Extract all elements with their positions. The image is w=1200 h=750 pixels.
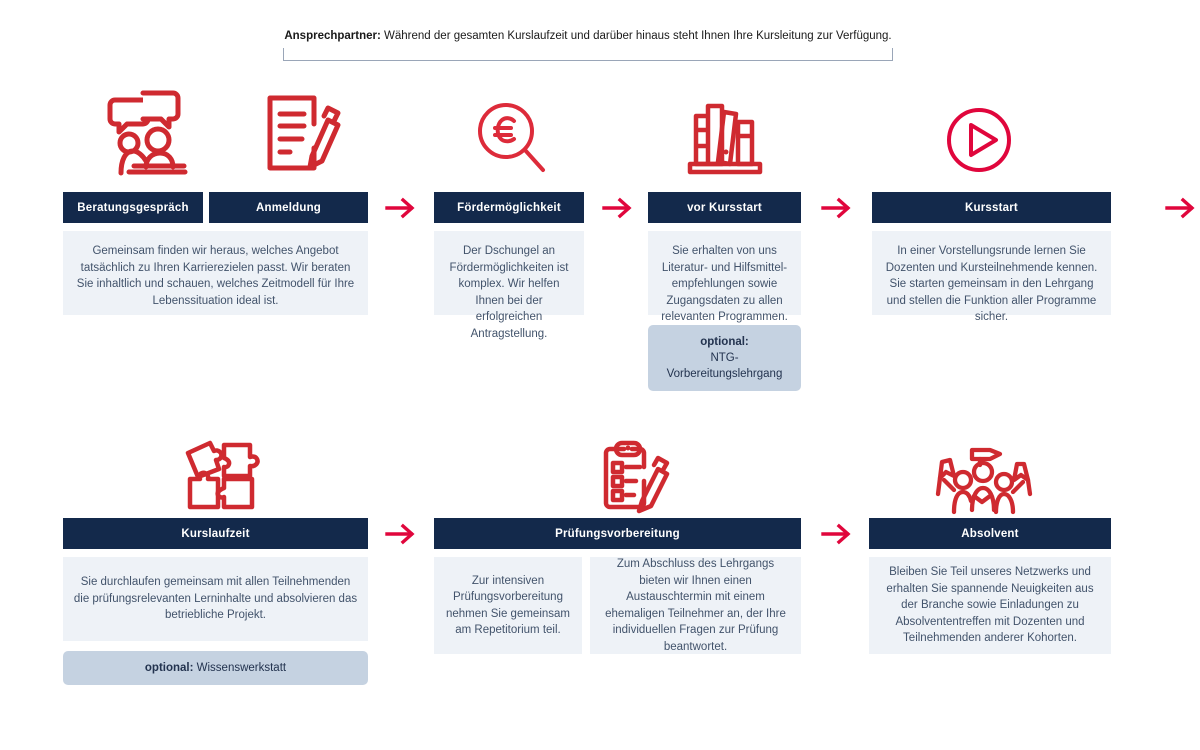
step1-body: Gemeinsam finden wir heraus, welches Ang… (63, 231, 368, 315)
step-group-pruefungsvorbereitung: Prüfungsvorbereitung Zur intensiven Prüf… (434, 518, 801, 654)
step-group-vor-kursstart: vor Kursstart Sie erhalten von uns Liter… (648, 192, 801, 391)
contact-note: Ansprechpartner: Während der gesamten Ku… (283, 28, 893, 61)
step-group-kurslaufzeit: Kurslaufzeit Sie durchlaufen gemeinsam m… (63, 518, 368, 685)
step1-header-beratungsgespraech[interactable]: Beratungsgespräch (63, 192, 203, 223)
step5-body: Sie durchlaufen gemeinsam mit allen Teil… (63, 557, 368, 641)
step6-body-row: Zur intensiven Prüfungsvorbereitung nehm… (434, 557, 801, 654)
step-group-kursstart: Kursstart In einer Vorstellungsrunde ler… (872, 192, 1111, 323)
step-group-beratung: Beratungsgespräch Anmeldung Gemeinsam fi… (63, 192, 368, 315)
graduates-celebrating-icon (928, 434, 1038, 523)
step5-optional-label: optional: (144, 662, 194, 674)
step6-header[interactable]: Prüfungsvorbereitung (434, 518, 801, 549)
contact-note-bracket (283, 48, 893, 61)
step2-body: Der Dschungel an Fördermöglichkeiten ist… (434, 231, 584, 340)
step3-optional-box[interactable]: optional: NTG-Vorbereitungslehrgang (648, 325, 801, 391)
step4-body: In einer Vorstellungsrunde lernen Sie Do… (872, 231, 1111, 323)
puzzle-pieces-icon (182, 437, 260, 520)
step6-body-right: Zum Abschluss des Lehrgangs bieten wir I… (590, 557, 801, 654)
step-group-foerdermoeglichkeit: Fördermöglichkeit Der Dschungel an Förde… (434, 192, 584, 340)
contact-note-text: Ansprechpartner: Während der gesamten Ku… (283, 28, 893, 44)
bookshelf-icon (686, 96, 764, 183)
step5-optional-box[interactable]: optional: Wissenswerkstatt (63, 651, 368, 685)
step7-body: Bleiben Sie Teil unseres Netzwerks und e… (869, 557, 1111, 654)
step3-optional-value: NTG-Vorbereitungslehrgang (666, 352, 783, 380)
step6-body-left: Zur intensiven Prüfungsvorbereitung nehm… (434, 557, 582, 654)
step4-header[interactable]: Kursstart (872, 192, 1111, 223)
consultation-people-icon (103, 88, 189, 181)
play-circle-icon (941, 102, 1017, 183)
euro-magnifier-icon (473, 98, 551, 183)
flow-arrow-6 (821, 523, 853, 545)
contact-note-body: Während der gesamten Kurslaufzeit und da… (380, 30, 892, 42)
step-group-absolvent: Absolvent Bleiben Sie Teil unseres Netzw… (869, 518, 1111, 654)
step5-header[interactable]: Kurslaufzeit (63, 518, 368, 549)
step3-optional-label: optional: (700, 336, 749, 348)
document-pen-icon (262, 90, 342, 181)
step5-optional-value: Wissenswerkstatt (193, 662, 287, 674)
step1-header-anmeldung[interactable]: Anmeldung (209, 192, 368, 223)
step2-header[interactable]: Fördermöglichkeit (434, 192, 584, 223)
flow-arrow-5 (385, 523, 417, 545)
clipboard-checklist-pen-icon (592, 437, 674, 522)
flow-arrow-4 (1165, 197, 1197, 219)
step7-header[interactable]: Absolvent (869, 518, 1111, 549)
step3-body: Sie erhalten von uns Literatur- und Hilf… (648, 231, 801, 323)
flow-arrow-2 (602, 197, 634, 219)
step1-header-row: Beratungsgespräch Anmeldung (63, 192, 368, 223)
flow-arrow-3 (821, 197, 853, 219)
contact-note-label: Ansprechpartner: (284, 30, 381, 42)
flow-arrow-1 (385, 197, 417, 219)
step3-header[interactable]: vor Kursstart (648, 192, 801, 223)
